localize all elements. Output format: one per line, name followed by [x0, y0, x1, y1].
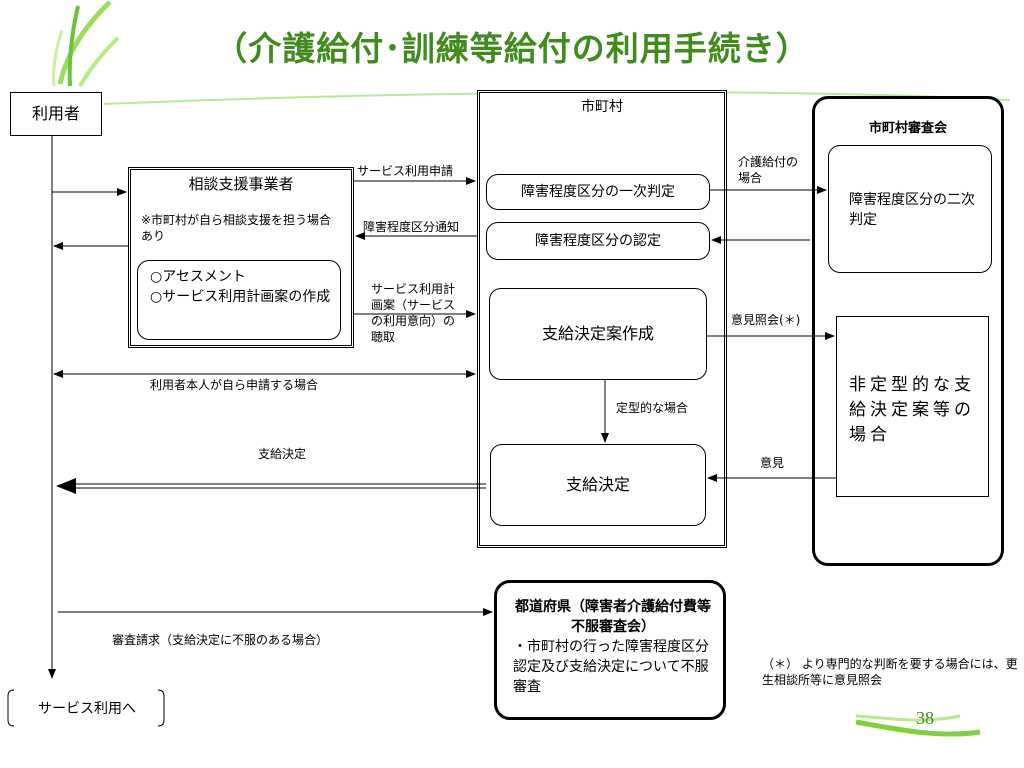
appeal-label: 審査請求（支給決定に不服のある場合）	[112, 633, 329, 647]
review-board-heading: 市町村審査会	[868, 121, 947, 136]
plan-drafting-label: 支給決定案作成	[541, 324, 654, 343]
prefecture-heading: 都道府県（障害者介護給付費等不服審査会）	[515, 599, 711, 635]
municipality-heading: 市町村	[581, 99, 623, 115]
standard-case-label: 定型的な場合	[616, 401, 689, 415]
consultant-heading: 相談支援事業者	[188, 175, 294, 193]
non-standard-label: 非定型的な支給決定案等の場合	[849, 375, 975, 445]
user-label: 利用者	[31, 104, 80, 123]
secondary-judgment-box: 障害程度区分の二次判定	[828, 145, 992, 273]
secondary-judgment-label: 障害程度区分の二次判定	[849, 192, 975, 228]
page-number: 38	[916, 708, 934, 728]
footnote: （＊） より専門的な判断を要する場合には、更生相談所等に意見照会	[762, 657, 1018, 687]
consultant-tasks-box: ○アセスメント ○サービス利用計画案の作成	[137, 260, 341, 340]
user-box: 利用者	[10, 92, 102, 136]
service-application-label: サービス利用申請	[357, 164, 454, 178]
consultant-note: ※市町村が自ら相談支援を担う場合あり	[141, 213, 332, 243]
opinion-label: 意見	[760, 456, 785, 470]
to-service-label-box: サービス利用へ	[8, 690, 166, 726]
prefecture-body: ・市町村の行った障害程度区分認定及び支給決定について不服審査	[513, 639, 709, 695]
primary-judgment-label: 障害程度区分の一次判定	[521, 184, 675, 200]
assessment-item: ○アセスメント	[150, 269, 246, 285]
certification-label: 障害程度区分の認定	[535, 233, 661, 249]
plan-drafting-box: 支給決定案作成	[489, 288, 707, 380]
nursing-case-label: 介護給付の場合	[738, 155, 799, 185]
prefecture-box: 都道府県（障害者介護給付費等不服審査会） ・市町村の行った障害程度区分認定及び支…	[494, 580, 726, 720]
decision-box: 支給決定	[490, 444, 706, 526]
to-service-label: サービス利用へ	[38, 701, 136, 717]
classification-notice-label: 障害程度区分通知	[363, 220, 460, 234]
page-title: （介護給付･訓練等給付の利用手続き）	[214, 29, 810, 68]
decision-to-user-label: 支給決定	[258, 447, 307, 461]
decision-label: 支給決定	[565, 475, 630, 494]
plan-draft-item: ○サービス利用計画案の作成	[150, 289, 331, 305]
primary-judgment-box: 障害程度区分の一次判定	[486, 174, 710, 210]
plan-hearing-label: サービス利用計画案（サービスの利用意向）の聴取	[371, 282, 456, 344]
opinion-inquiry-label: 意見照会(＊)	[731, 313, 801, 327]
certification-box: 障害程度区分の認定	[486, 222, 710, 260]
self-application-label: 利用者本人が自ら申請する場合	[150, 378, 319, 392]
decision-return-arrow	[56, 478, 486, 494]
non-standard-box: 非定型的な支給決定案等の場合	[836, 316, 989, 497]
